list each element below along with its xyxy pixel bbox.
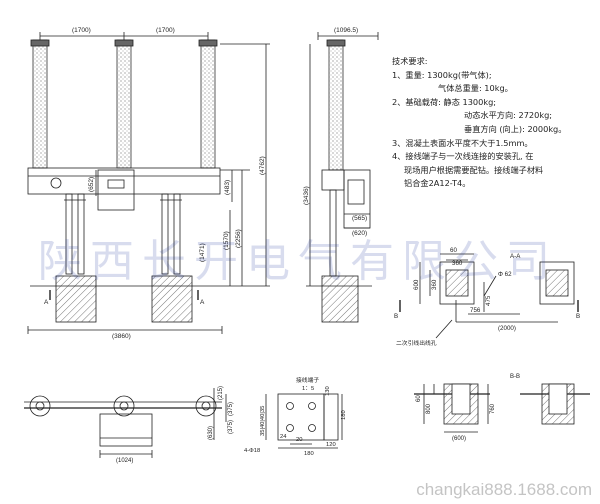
plan-dim-600: 600 [413,279,420,290]
bb-dim-60: 60 [416,395,422,402]
req-title: 技术要求: [392,56,428,66]
req-line-7: 4、接线端子与一次线连接的安装孔, 在 [392,151,534,162]
plan-section-b-right: B [576,313,580,320]
dim-1570: (1570) [223,231,230,250]
bb-dim-760: 760 [490,403,496,414]
req-line-8: 现场用户根据需要配钻。接线端子材料 [404,164,544,175]
terminal-scale: 1：5 [302,386,314,392]
terminal-dim-24: 24 [280,434,287,440]
foundation-plan-dims: A-A 60 360 600 360 475 756 (2000) Φ 62 B… [394,247,580,347]
terminal-dims: 接线端子 1：5 180 130 20 180 120 24 4-Φ18 35|… [244,376,347,457]
section-mark-a-right: A [200,299,205,306]
dim-4762: (4762) [259,156,266,175]
req-line-1: 1、重量: 1300kg(带气体); [392,69,492,80]
source-url-watermark: changkai888.1688.com [416,480,592,499]
top-view-mechanism-box [99,413,153,447]
plan-dim-60: 60 [450,247,457,254]
plan-dim-756: 756 [470,307,481,314]
terminal-detail [265,393,343,449]
req-line-4: 动态水平方向: 2720kg; [464,110,553,121]
side-view [306,32,379,323]
cable-hole-note: 二次引线出线孔 [396,339,437,347]
section-bb-dims: B-B 60 800 760 (600) [416,374,520,442]
top-view-dims: (1024) (215) (375) (630) (375) [116,386,234,464]
dim-1471: (1471) [199,243,206,262]
req-line-5: 垂直方向 (向上): 2000kg。 [464,123,567,134]
leg-left [65,193,73,275]
plan-dim-2000: (2000) [498,325,516,332]
dim-3860: (3860) [112,333,131,340]
dim-1700-b: (1700) [156,27,175,34]
insulator-left [30,39,50,169]
foundation-left [55,275,97,323]
section-bb [414,383,590,433]
dim-375-a: (375) [228,402,234,416]
terminal-dims-vert: 35|40|40|35 [260,406,266,436]
dim-375-b: (375) [228,420,234,434]
req-line-2: 气体总重量: 10kg。 [438,83,513,94]
dim-630: (630) [208,426,214,440]
terminal-dim-180-vert: 180 [341,410,347,420]
terminal-holes: 4-Φ18 [244,448,260,454]
plan-pad-left [439,261,475,305]
plan-dim-phi62: Φ 62 [498,271,512,278]
terminal-dim-120: 120 [326,442,336,448]
front-view [27,32,270,334]
mechanism-box [97,169,135,211]
foundation-right [151,275,193,323]
dim-1096-5: (1096.5) [334,27,358,34]
side-view-dims: (1096.5) (3436) (565) (620) [303,27,367,237]
bb-dim-600: (600) [452,436,466,442]
terminal-title: 接线端子 [296,376,319,384]
dim-652: (652) [88,177,95,192]
dim-565: (565) [352,215,367,222]
plan-label-aa: A-A [510,253,521,260]
dim-2256: (2256) [235,229,242,248]
dim-215: (215) [218,386,224,400]
plan-dim-360: 360 [452,260,463,267]
dim-1700-a: (1700) [72,27,91,34]
plan-dim-360b: 360 [431,279,438,290]
section-mark-a-left: A [44,299,49,306]
plan-pad-right [539,261,575,305]
dim-620: (620) [352,230,367,237]
top-view [24,388,227,458]
terminal-dim-20: 20 [296,437,302,443]
bb-dim-800: 800 [426,403,432,414]
terminal-dim-180: 180 [304,451,314,457]
technical-requirements: 技术要求: 1、重量: 1300kg(带气体); 气体总重量: 10kg。 2、… [392,55,597,191]
req-line-3: 2、基础载荷: 静态 1300kg; [392,96,497,107]
plan-dim-475: 475 [485,295,492,306]
plan-section-b-left: B [394,313,398,320]
breaker-tank [27,167,221,195]
insulator-right [198,39,218,169]
dim-1024: (1024) [116,458,133,464]
bb-label: B-B [510,374,520,380]
foundation-plan [399,253,579,339]
front-view-dims: (1700) (1700) (652) (483) (4762) (2256) … [44,27,266,340]
leg-right [161,193,169,275]
dim-3436: (3436) [303,186,310,205]
terminal-dim-130: 130 [325,386,331,396]
dim-483: (483) [224,180,231,195]
insulator-middle [114,39,134,169]
req-line-9: 铝合金2A12-T4。 [404,178,471,189]
req-line-6: 3、混凝土表面水平度不大于1.5mm。 [392,137,533,148]
